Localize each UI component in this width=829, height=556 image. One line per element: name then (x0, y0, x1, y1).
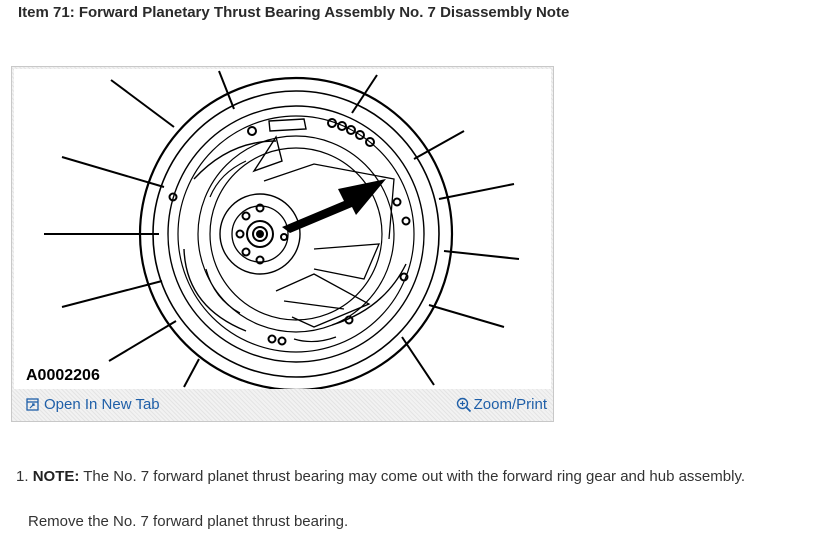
step-note: 1. NOTE: The No. 7 forward planet thrust… (16, 468, 745, 485)
figure-id-label: A0002206 (26, 367, 100, 384)
note-label: NOTE: (32, 468, 80, 485)
step-instruction: Remove the No. 7 forward planet thrust b… (28, 513, 349, 530)
open-in-new-tab-button[interactable]: Open In New Tab (26, 396, 160, 413)
page-title: Item 71: Forward Planetary Thrust Bearin… (18, 4, 570, 21)
open-new-tab-icon (26, 398, 39, 411)
figure-container: A0002206 Open In New Tab Zoom/Print (11, 66, 554, 422)
magnifier-plus-icon (456, 397, 471, 412)
zoom-print-label: Zoom/Print (473, 396, 547, 413)
bearing-diagram (44, 70, 520, 389)
zoom-print-button[interactable]: Zoom/Print (456, 396, 547, 413)
open-in-new-tab-label: Open In New Tab (44, 396, 160, 413)
figure-toolbar: Open In New Tab Zoom/Print (12, 390, 553, 420)
step-number: 1. (16, 468, 29, 485)
figure-image: A0002206 (14, 69, 551, 389)
note-text: The No. 7 forward planet thrust bearing … (83, 468, 745, 485)
